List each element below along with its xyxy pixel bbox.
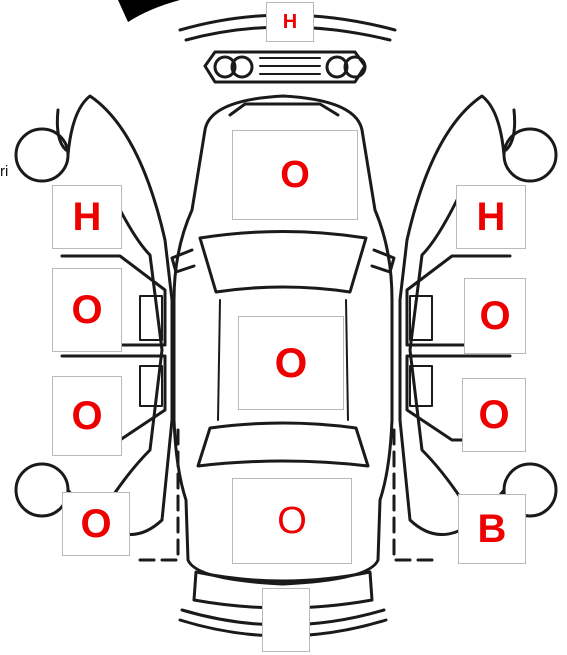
roof-marker[interactable]: O: [238, 316, 344, 410]
right-rear-door-marker[interactable]: O: [462, 378, 526, 452]
right-rear-quarter-marker[interactable]: B: [458, 494, 526, 564]
left-front-door-marker[interactable]: O: [52, 268, 122, 352]
right-front-door-marker[interactable]: O: [464, 278, 526, 354]
left-rear-quarter-marker[interactable]: O: [62, 492, 130, 556]
left-front-fender-marker[interactable]: H: [52, 185, 122, 249]
cut-off-caption: ri: [0, 163, 8, 180]
front-bumper-marker[interactable]: H: [266, 2, 314, 42]
rear-bumper-marker[interactable]: [262, 588, 310, 652]
right-front-fender-marker[interactable]: H: [456, 185, 526, 249]
trunk-marker[interactable]: O: [232, 478, 352, 564]
hood-marker[interactable]: O: [232, 130, 358, 220]
left-rear-door-marker[interactable]: O: [52, 376, 122, 456]
